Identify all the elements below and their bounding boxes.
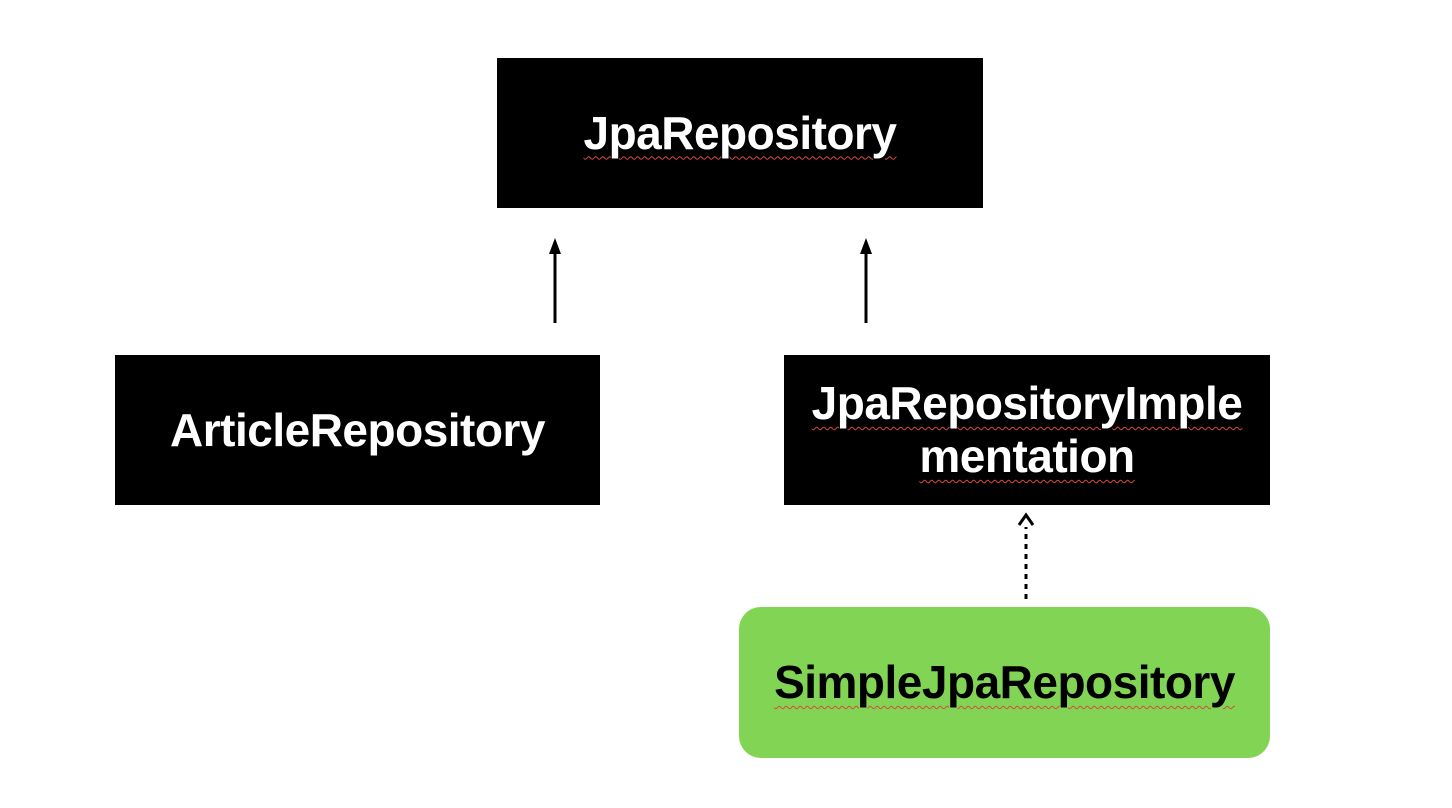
article-repository-label: ArticleRepository — [170, 403, 545, 456]
jpa-repository-implementation-label: JpaRepositoryImplementation — [811, 377, 1243, 482]
arrow-simple-to-impl-dashed — [1017, 512, 1035, 599]
arrow-article-to-jpa — [549, 238, 561, 323]
arrow-impl-to-jpa — [860, 238, 872, 323]
jpa-repository-node: JpaRepository — [497, 58, 983, 208]
jpa-repository-implementation-node: JpaRepositoryImplementation — [784, 355, 1270, 505]
jpa-repository-label: JpaRepository — [583, 106, 897, 159]
article-repository-node: ArticleRepository — [115, 355, 600, 505]
simple-jpa-repository-label: SimpleJpaRepository — [774, 656, 1235, 709]
simple-jpa-repository-node: SimpleJpaRepository — [739, 607, 1270, 758]
